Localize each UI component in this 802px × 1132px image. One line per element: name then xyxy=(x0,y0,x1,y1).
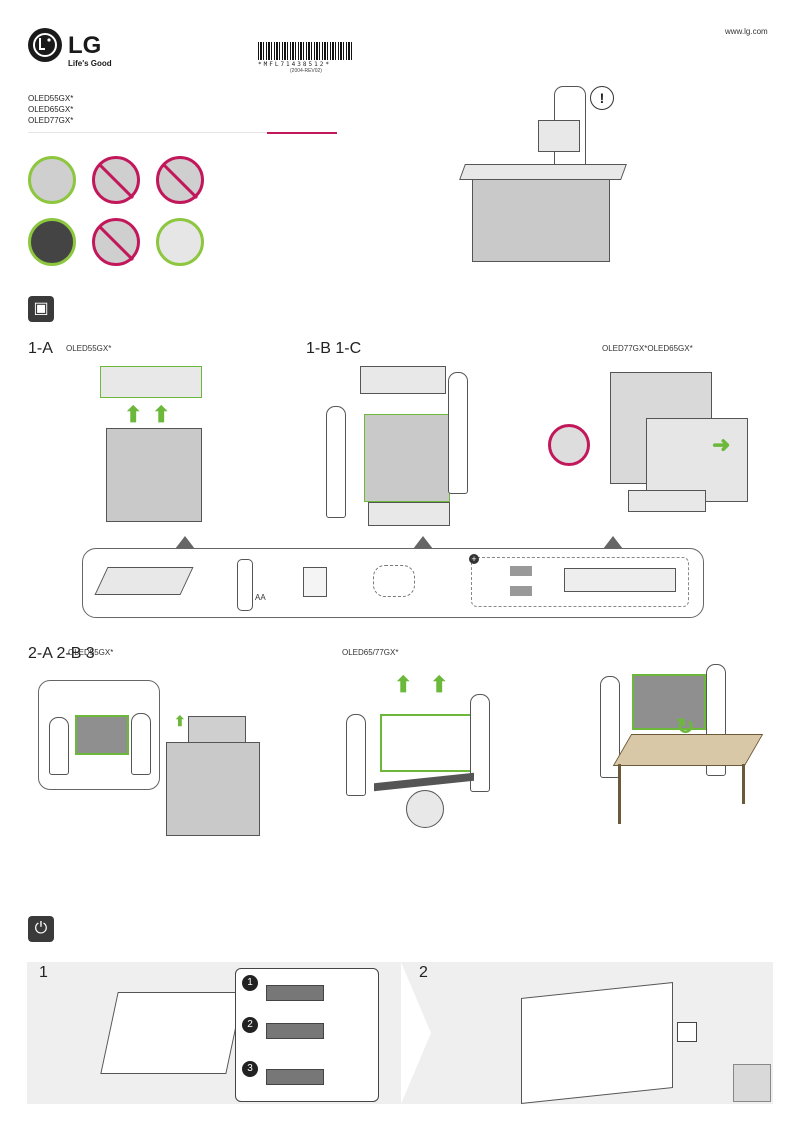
step-1a-illustration: ⬆ ⬆ xyxy=(96,362,208,522)
person-figure xyxy=(49,717,69,775)
callout-notch xyxy=(175,536,195,549)
accessories-panel: AA + xyxy=(82,536,704,618)
tv-box-flap xyxy=(459,164,627,180)
up-arrow-icon: ⬆ xyxy=(174,713,186,729)
step-1c-illustration: ➜ xyxy=(548,362,768,512)
cable-holder-steps-panel: 1 2 3 xyxy=(235,968,379,1102)
model-name: OLED77GX* xyxy=(28,116,74,125)
tv-box xyxy=(166,742,260,836)
step-number-badge: 2 xyxy=(242,1017,258,1033)
cable-holder-part xyxy=(266,985,324,1001)
website-url: www.lg.com xyxy=(725,27,768,36)
brand-name: LG xyxy=(68,32,102,59)
table-leg xyxy=(618,764,621,824)
tv-box xyxy=(106,428,202,522)
tv-back-panel xyxy=(521,982,673,1104)
gloves-ok-icon xyxy=(156,218,204,266)
step-1a-label: 1-A xyxy=(28,340,53,357)
model-name: OLED65GX* xyxy=(28,105,74,114)
carry-flat-prohibited-icon xyxy=(92,156,140,204)
person-figure xyxy=(346,714,366,796)
person-figure xyxy=(600,676,620,778)
step-1bc-model: OLED77GX*OLED65GX* xyxy=(602,344,693,353)
person-figure xyxy=(131,713,151,775)
step-3-illustration: ↻ xyxy=(596,660,764,824)
caution-person-illustration: ! xyxy=(459,82,632,262)
manual-sheet xyxy=(538,120,580,152)
cable-holder-part xyxy=(266,1069,324,1085)
tv-panel xyxy=(75,715,129,755)
manual-booklet xyxy=(303,567,327,597)
clip-detail-icon xyxy=(548,424,590,466)
chevron-divider-icon xyxy=(401,962,431,1104)
rotate-arrow-icon: ↻ xyxy=(676,714,695,739)
table-leg xyxy=(742,764,745,804)
up-arrow-icon: ⬆ xyxy=(430,672,449,697)
packing-insert xyxy=(360,366,446,394)
barcode: *MFL71438512* (2004-REV02) xyxy=(258,42,354,74)
step-1a-model: OLED55GX* xyxy=(66,344,112,353)
step-number-badge: 1 xyxy=(242,975,258,991)
wall-outlet-icon xyxy=(677,1022,697,1042)
lg-logo-icon xyxy=(28,28,62,62)
plus-icon: + xyxy=(469,554,479,564)
hand-grip-detail-icon xyxy=(406,790,444,828)
carry-upright-ok-icon xyxy=(28,156,76,204)
wall-mount-bracket xyxy=(564,568,676,592)
handling-guidelines xyxy=(28,156,218,268)
warning-icon: ! xyxy=(590,86,614,110)
header-divider xyxy=(28,132,337,134)
step-2-label: 2-A 2-B 3 xyxy=(28,645,95,662)
brand-tagline: Life's Good xyxy=(68,59,112,68)
lay-flat-prohibited-icon xyxy=(156,156,204,204)
box-base xyxy=(628,490,706,512)
lg-logo: LG Life's Good xyxy=(28,28,148,72)
optional-accessories-group: + xyxy=(469,554,689,607)
tv-panel xyxy=(380,714,474,772)
tv-panel xyxy=(632,674,706,730)
step-1b-illustration xyxy=(322,362,472,530)
installation-band: 1 2 1 2 3 xyxy=(27,962,773,1104)
step-2-model-large: OLED65/77GX* xyxy=(342,648,399,657)
cable-holder xyxy=(373,565,415,597)
barcode-bars xyxy=(258,42,354,60)
step-number-badge: 3 xyxy=(242,1061,258,1077)
model-name: OLED55GX* xyxy=(28,94,74,103)
install-step-1-label: 1 xyxy=(39,964,48,981)
box-sleeve xyxy=(364,414,450,502)
box-icon: ▣ xyxy=(28,296,54,322)
stand-base xyxy=(94,567,194,595)
barcode-revision: (2004-REV02) xyxy=(290,68,322,74)
step-2a-illustration: ⬆ xyxy=(38,680,270,836)
cable-holder-part xyxy=(266,1023,324,1039)
box-base xyxy=(368,502,450,526)
person-figure xyxy=(326,406,346,518)
step-1bc-label: 1-B 1-C xyxy=(306,340,362,357)
cable-adapter xyxy=(510,586,532,596)
callout-notch xyxy=(413,536,433,549)
step-2-model: OLED55GX* xyxy=(68,648,114,657)
person-figure xyxy=(470,694,490,792)
hold-edge-ok-icon xyxy=(28,218,76,266)
step-2b-illustration: ⬆ ⬆ xyxy=(344,674,500,830)
touch-screen-prohibited-icon xyxy=(92,218,140,266)
callout-bubble xyxy=(38,680,160,790)
battery-label: AA xyxy=(255,593,266,602)
up-arrow-icon: ⬆ xyxy=(152,402,171,427)
right-arrow-icon: ➜ xyxy=(712,432,731,457)
page-turn-icon xyxy=(733,1064,771,1102)
tv-back-panel xyxy=(100,992,244,1074)
box-base xyxy=(374,772,474,792)
packing-insert xyxy=(100,366,202,398)
remote-control xyxy=(237,559,253,611)
barcode-text: *MFL71438512* xyxy=(258,61,331,68)
up-arrow-icon: ⬆ xyxy=(394,672,413,697)
up-arrow-icon: ⬆ xyxy=(124,402,143,427)
cable-adapter xyxy=(510,566,532,576)
model-list: OLED55GX* OLED65GX* OLED77GX* xyxy=(28,93,73,126)
person-figure xyxy=(448,372,468,494)
plug-icon: ⏻ xyxy=(28,916,54,942)
callout-notch xyxy=(603,536,623,549)
tv-box xyxy=(472,178,610,262)
